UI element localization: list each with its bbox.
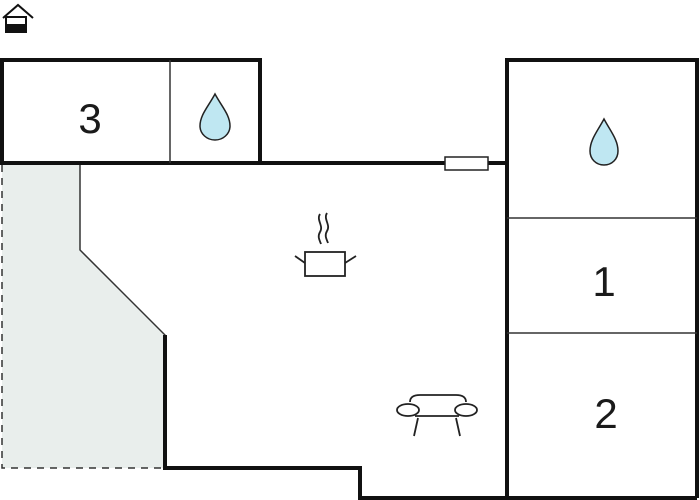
- right-block: [505, 58, 699, 500]
- water-drop-icon: [589, 117, 619, 166]
- home-icon: [2, 3, 34, 33]
- cooking-pot-icon: [294, 212, 357, 277]
- water-drop-icon: [199, 92, 231, 141]
- room-1: 1: [592, 258, 615, 305]
- room-3: 3: [0, 58, 262, 165]
- living-kitchen-area: [163, 161, 508, 500]
- room-3-label: 3: [78, 95, 101, 142]
- terrace-area: [1, 165, 166, 469]
- room-2: 2: [594, 390, 617, 437]
- room-2-label: 2: [594, 390, 617, 437]
- window-icon: [444, 156, 489, 171]
- sofa-icon: [396, 394, 478, 437]
- room-1-label: 1: [592, 258, 615, 305]
